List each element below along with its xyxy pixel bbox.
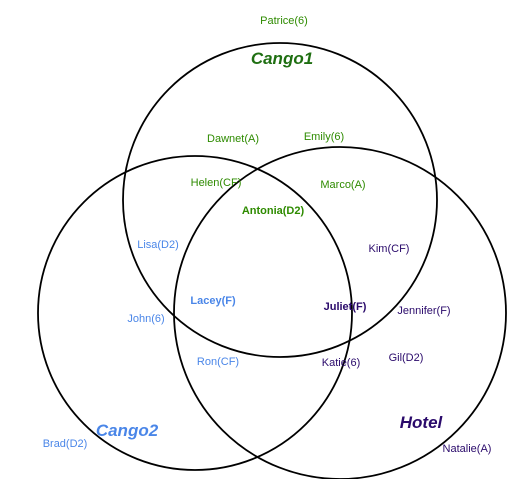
- person-marco: Marco(A): [320, 179, 365, 191]
- person-john: John(6): [127, 313, 164, 325]
- cango2-title: Cango2: [96, 421, 159, 440]
- person-gil: Gil(D2): [389, 352, 424, 364]
- person-ron: Ron(CF): [197, 356, 239, 368]
- cango1-title: Cango1: [251, 49, 313, 68]
- hotel-title: Hotel: [400, 413, 444, 432]
- person-patrice: Patrice(6): [260, 15, 308, 27]
- person-emily: Emily(6): [304, 131, 344, 143]
- person-kim: Kim(CF): [369, 243, 410, 255]
- person-lacey: Lacey(F): [190, 295, 236, 307]
- person-antonia: Antonia(D2): [242, 205, 305, 217]
- person-natalie: Natalie(A): [443, 443, 492, 455]
- person-juliet: Juliet(F): [324, 301, 367, 313]
- person-brad: Brad(D2): [43, 438, 88, 450]
- person-katie: Katie(6): [322, 357, 361, 369]
- cango1-circle: [122, 42, 438, 358]
- person-jennifer: Jennifer(F): [397, 305, 450, 317]
- hotel-circle: [173, 146, 507, 479]
- person-helen: Helen(CF): [191, 177, 242, 189]
- person-lisa: Lisa(D2): [137, 239, 179, 251]
- person-dawnet: Dawnet(A): [207, 133, 259, 145]
- cango2-circle: [37, 155, 353, 471]
